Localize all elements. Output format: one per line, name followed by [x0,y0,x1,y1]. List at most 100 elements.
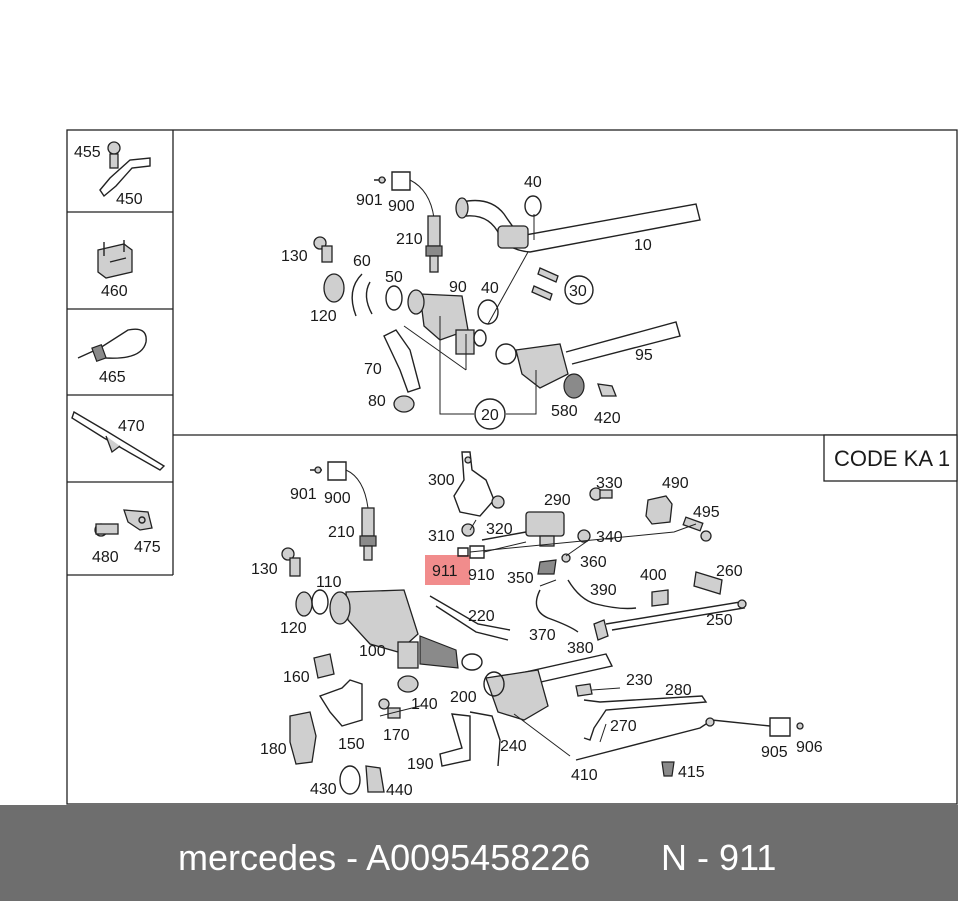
label-901b: 901 [290,486,317,503]
label-370: 370 [529,627,556,644]
label-460: 460 [101,283,128,300]
label-40: 40 [524,174,542,191]
part-330-bolt [589,487,613,501]
label-465: 465 [99,369,126,386]
label-475: 475 [134,539,161,556]
footer-brand-part-number: mercedes - A0095458226 [178,837,591,878]
part-250-pipe [605,599,747,631]
label-900b: 900 [324,490,351,507]
label-480: 480 [92,549,119,566]
part-160-140-dampers [313,653,419,693]
part-60-clamp [351,273,373,317]
label-150: 150 [338,736,365,753]
label-910: 910 [468,567,495,584]
part-900b-connector [310,461,369,509]
label-210: 210 [396,231,423,248]
label-900: 900 [388,198,415,215]
part-240-pipe [469,711,501,767]
label-430: 430 [310,781,337,798]
part-300-bracket [453,451,495,517]
label-110: 110 [316,574,342,591]
part-150-bracket [318,679,363,727]
label-350: 350 [507,570,534,587]
label-450: 450 [116,191,143,208]
part-490-bracket [645,495,673,525]
part-230-sensor [575,683,621,697]
part-220-pipes [429,595,511,641]
label-190: 190 [407,756,434,773]
part-130-120-clamp [313,236,345,303]
part-40-gasket [524,195,542,217]
part-410-cable [575,717,771,761]
label-200: 200 [450,689,477,706]
part-290-sensor [481,511,565,547]
part-70-80-heat-shield [383,329,421,413]
part-390-370-hoses [535,579,637,633]
part-280-270-pipe [583,695,708,741]
label-170: 170 [383,727,410,744]
label-130: 130 [281,248,308,265]
part-200-catalyst [483,653,614,721]
label-300: 300 [428,472,455,489]
part-40b-ring [473,299,499,347]
label-420: 420 [594,410,621,427]
label-220: 220 [468,608,495,625]
label-360: 360 [580,554,607,571]
part-495-bolt [682,516,712,542]
part-580-420-hanger [563,373,617,399]
bottom-labels: 300 330 490 901 900 290 495 210 310 320 … [251,472,823,799]
label-140: 140 [411,696,438,713]
code-box: CODE KA 1 [823,434,958,482]
part-470-strip [71,410,166,471]
label-270: 270 [610,718,637,735]
part-340-360-nuts [537,529,591,575]
label-901: 901 [356,192,383,209]
part-130b-110-120-clamp [281,547,329,617]
label-470: 470 [118,418,145,435]
label-340: 340 [596,529,623,546]
part-180-bracket [289,711,317,765]
label-30: 30 [569,283,587,300]
label-490: 490 [662,475,689,492]
label-390: 390 [590,582,617,599]
part-30-studs [531,267,594,305]
footer-reference: N - 911 [661,837,777,878]
top-labels: 901 900 210 40 10 130 60 50 90 40 30 120… [281,174,653,427]
label-410: 410 [571,767,598,784]
label-130b: 130 [251,561,278,578]
side-labels: 455 450 460 465 470 480 475 [74,144,161,566]
label-911: 911 [432,563,458,580]
label-415: 415 [678,764,705,781]
parts-diagram: CODE KA 1 [66,129,958,805]
label-580: 580 [551,403,578,420]
part-465-cable-tie [77,328,147,363]
label-906: 906 [796,739,823,756]
part-380-bracket [593,619,609,641]
label-455: 455 [74,144,101,161]
label-80: 80 [368,393,386,410]
part-210-sensor [425,215,443,273]
label-495: 495 [693,504,720,521]
label-120: 120 [310,308,337,325]
part-190-bracket [439,713,471,767]
bottom-leader-lines [379,519,697,757]
label-905: 905 [761,744,788,761]
part-210b-sensor [359,507,377,561]
part-400-260-clamps [651,571,723,607]
part-900-sensor-connector [374,171,435,219]
part-475-480-parts [94,509,153,537]
label-440: 440 [386,782,413,799]
part-430-440-mounts [339,765,385,795]
label-180: 180 [260,741,287,758]
label-230: 230 [626,672,653,689]
part-90-catalyst [407,289,475,355]
label-330: 330 [596,475,623,492]
label-320: 320 [486,521,513,538]
label-40b: 40 [481,280,499,297]
part-95-pipe-catalyst [495,321,681,389]
label-280: 280 [665,682,692,699]
label-90: 90 [449,279,467,296]
part-100-catalyst [329,589,419,669]
part-flex-hose [419,635,483,671]
label-240: 240 [500,738,527,755]
